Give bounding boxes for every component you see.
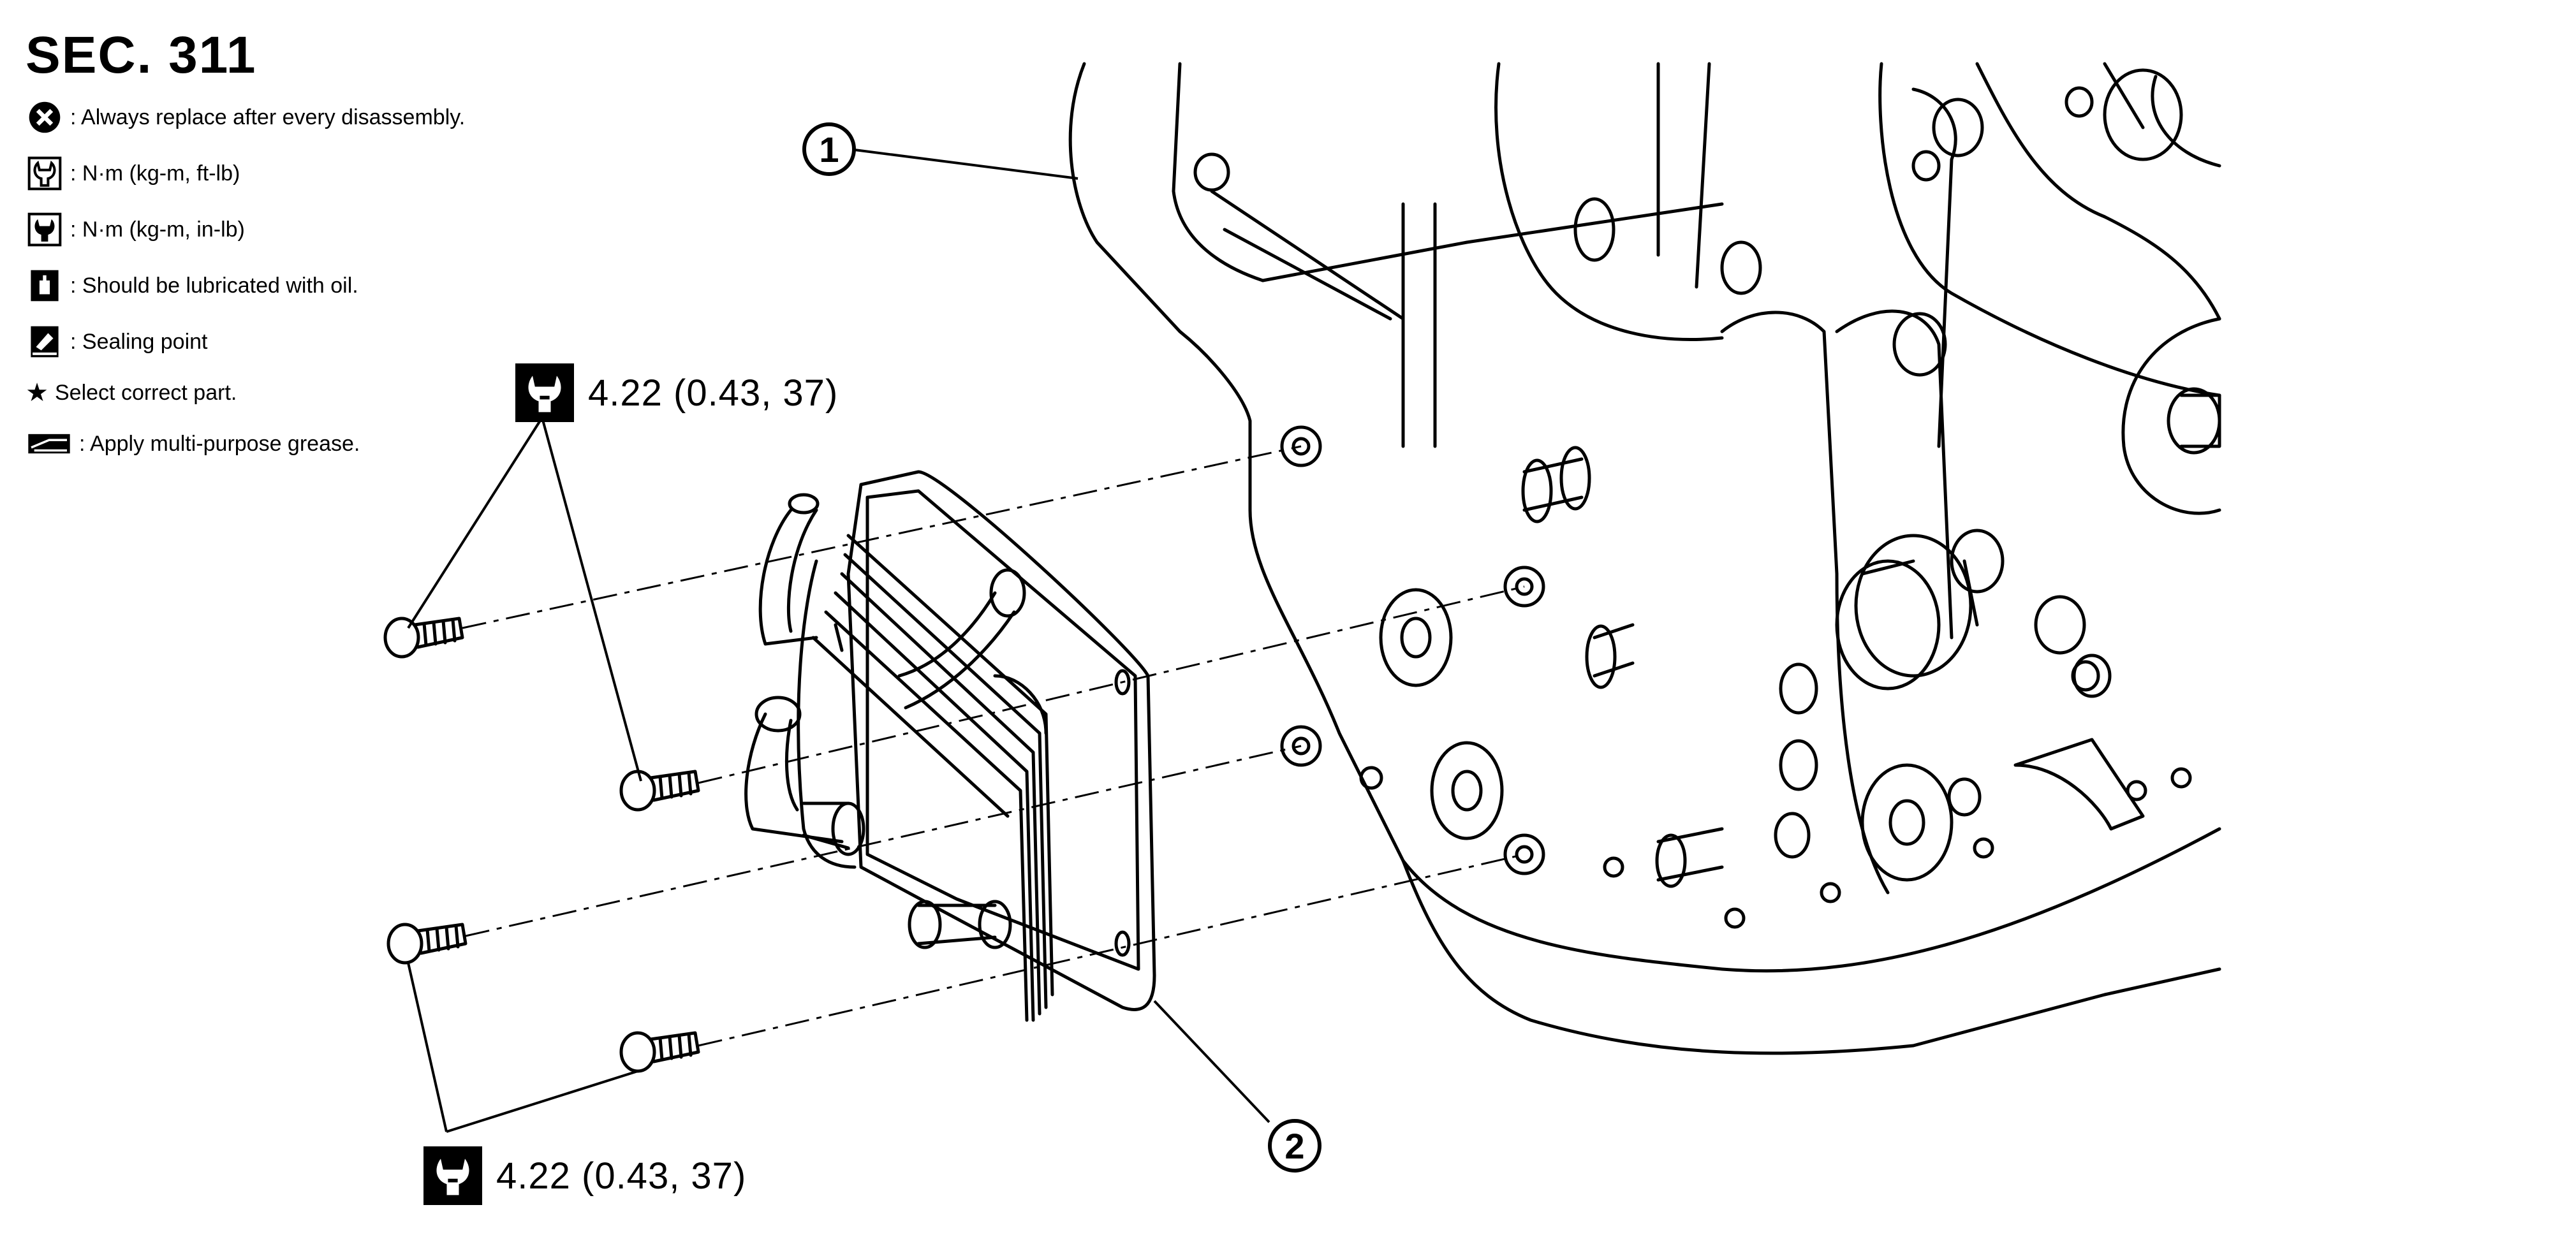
legend-text: : Always replace after every disassembly… <box>70 105 466 129</box>
torque-wrench-inlb-icon <box>26 210 64 249</box>
legend-item-select-part: ★ Select correct part. <box>26 370 465 416</box>
legend-item-replace: : Always replace after every disassembly… <box>26 89 465 145</box>
torque-spec-lower: 4.22 (0.43, 37) <box>423 1146 746 1205</box>
legend: : Always replace after every disassembly… <box>26 89 465 472</box>
oil-cooler <box>744 470 1156 1022</box>
torque-value: 4.22 (0.43, 37) <box>588 372 839 414</box>
callout-1: 1 <box>802 122 856 176</box>
legend-item-grease: : Apply multi-purpose grease. <box>26 416 465 472</box>
engine-block <box>1068 62 2221 1055</box>
legend-item-sealing: : Sealing point <box>26 314 465 370</box>
legend-text: : Sealing point <box>70 329 208 354</box>
grease-icon <box>26 425 73 463</box>
sealant-icon <box>26 323 64 361</box>
legend-text: Select correct part. <box>55 380 237 405</box>
section-title: SEC. 311 <box>26 26 257 84</box>
bolt-1 <box>383 617 464 659</box>
replace-x-icon <box>26 98 64 136</box>
torque-wrench-ftlb-icon <box>26 154 64 193</box>
torque-value: 4.22 (0.43, 37) <box>496 1155 747 1197</box>
legend-text: : N·m (kg-m, in-lb) <box>70 217 245 242</box>
star-icon: ★ <box>26 379 48 407</box>
legend-item-oil: : Should be lubricated with oil. <box>26 258 465 314</box>
torque-spec-upper: 4.22 (0.43, 37) <box>515 363 838 422</box>
bolt-3 <box>386 923 467 965</box>
legend-text: : Apply multi-purpose grease. <box>79 431 360 456</box>
legend-item-torque-ftlb: : N·m (kg-m, ft-lb) <box>26 145 465 201</box>
oil-can-icon <box>26 267 64 305</box>
bolt-4 <box>619 1031 700 1073</box>
legend-text: : N·m (kg-m, ft-lb) <box>70 161 240 186</box>
legend-item-torque-inlb: : N·m (kg-m, in-lb) <box>26 201 465 258</box>
torque-wrench-inlb-icon <box>515 363 574 422</box>
callout-2: 2 <box>1268 1119 1321 1173</box>
bolt-2 <box>619 770 700 812</box>
torque-wrench-inlb-icon <box>423 1146 482 1205</box>
legend-text: : Should be lubricated with oil. <box>70 273 358 298</box>
